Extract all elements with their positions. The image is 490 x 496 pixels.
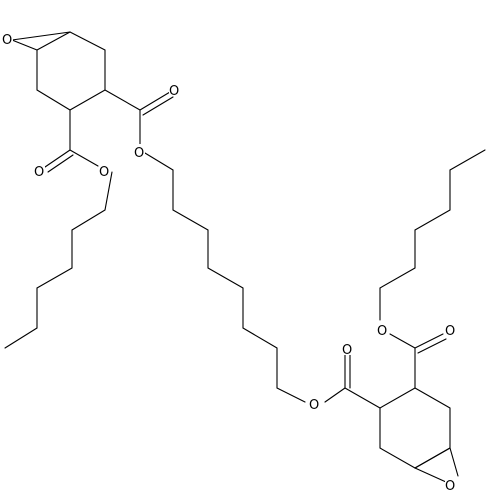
- epoxide-ring-bottom: [414, 447, 459, 483]
- atom-o-epoxide-bottom: O: [445, 479, 455, 494]
- ester-group-top-right: [104, 89, 174, 171]
- ester-group-bottom-left: [324, 351, 381, 409]
- cyclohexane-ring-top: [36, 31, 106, 111]
- atom-o-ester-bottom-left: O: [309, 398, 319, 413]
- ester-group-bottom-right: [389, 333, 447, 389]
- atom-o-ester-top-right: O: [134, 146, 144, 161]
- atom-o-carbonyl-bottom-right: O: [445, 324, 455, 339]
- atom-o-carbonyl-top-left: O: [34, 165, 44, 180]
- atom-o-epoxide-top: O: [2, 33, 12, 48]
- atom-o-ester-bottom-right: O: [377, 324, 387, 339]
- cyclohexane-ring-bottom: [379, 387, 451, 469]
- ester-group-top-left: [44, 109, 99, 173]
- octyl-linker: [172, 169, 306, 403]
- atom-labels: O O O O O O O O O O: [2, 31, 456, 494]
- atom-o-carbonyl-bottom-left: O: [342, 343, 352, 358]
- epoxide-ring-top: [11, 31, 71, 51]
- hexyl-chain-top: [4, 171, 113, 349]
- atom-o-carbonyl-top-right: O: [169, 84, 179, 99]
- hexyl-chain-bottom: [379, 149, 486, 321]
- atom-o-ester-top-left: O: [99, 165, 109, 180]
